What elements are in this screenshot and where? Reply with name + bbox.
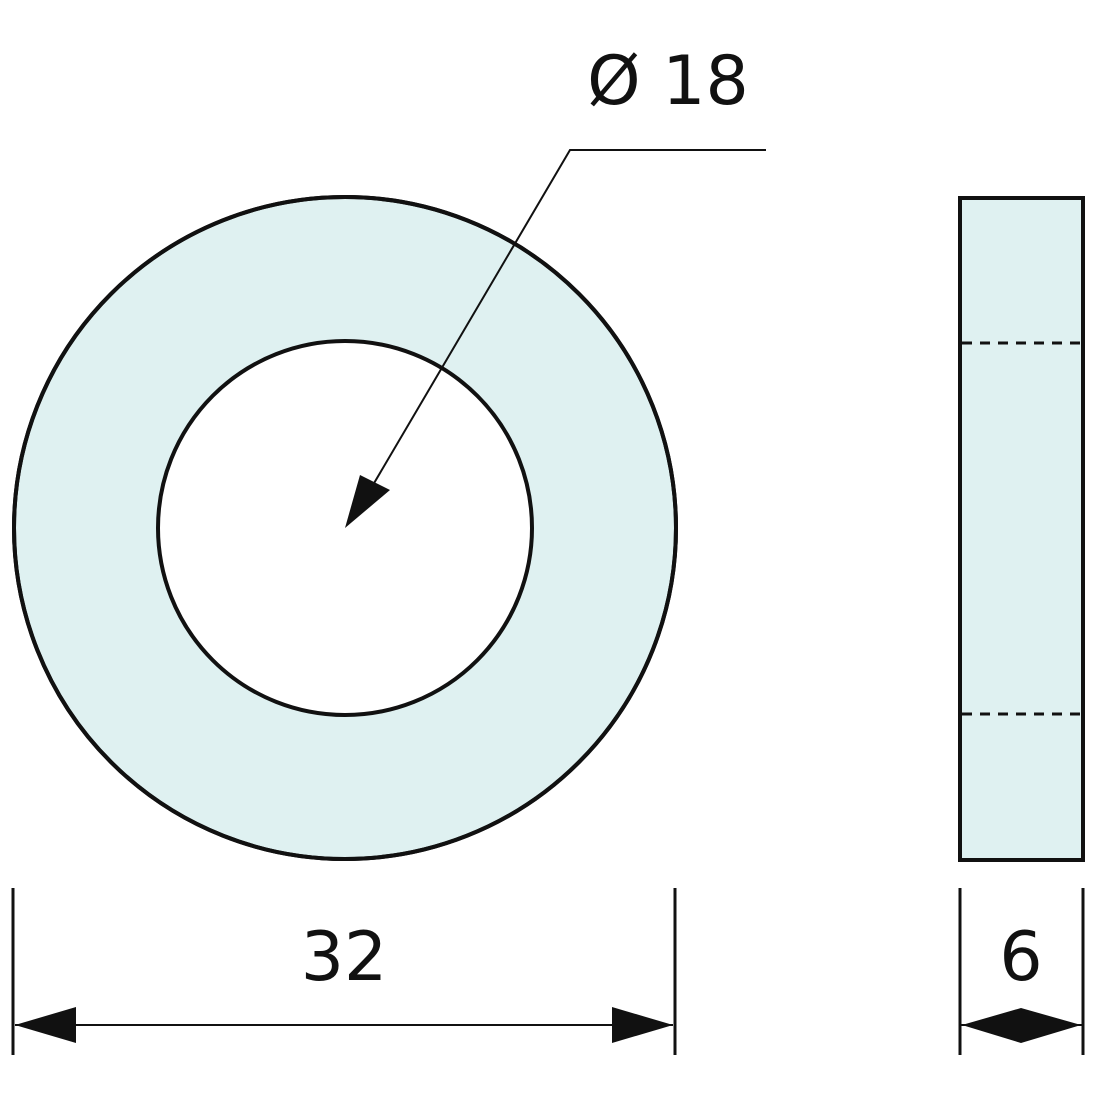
inner-diameter-label: Ø 18 — [587, 42, 749, 121]
outer-arrow-right — [612, 1007, 673, 1043]
outer-arrow-left — [15, 1007, 76, 1043]
washer-side-view — [958, 196, 1085, 862]
diameter-arrowhead — [345, 475, 390, 528]
diameter-leader-line — [369, 149, 766, 491]
outer-diameter-label: 32 — [301, 918, 388, 997]
washer-outer-outline — [12, 195, 678, 861]
thickness-label: 6 — [999, 918, 1042, 997]
thickness-arrows — [962, 1008, 1081, 1043]
